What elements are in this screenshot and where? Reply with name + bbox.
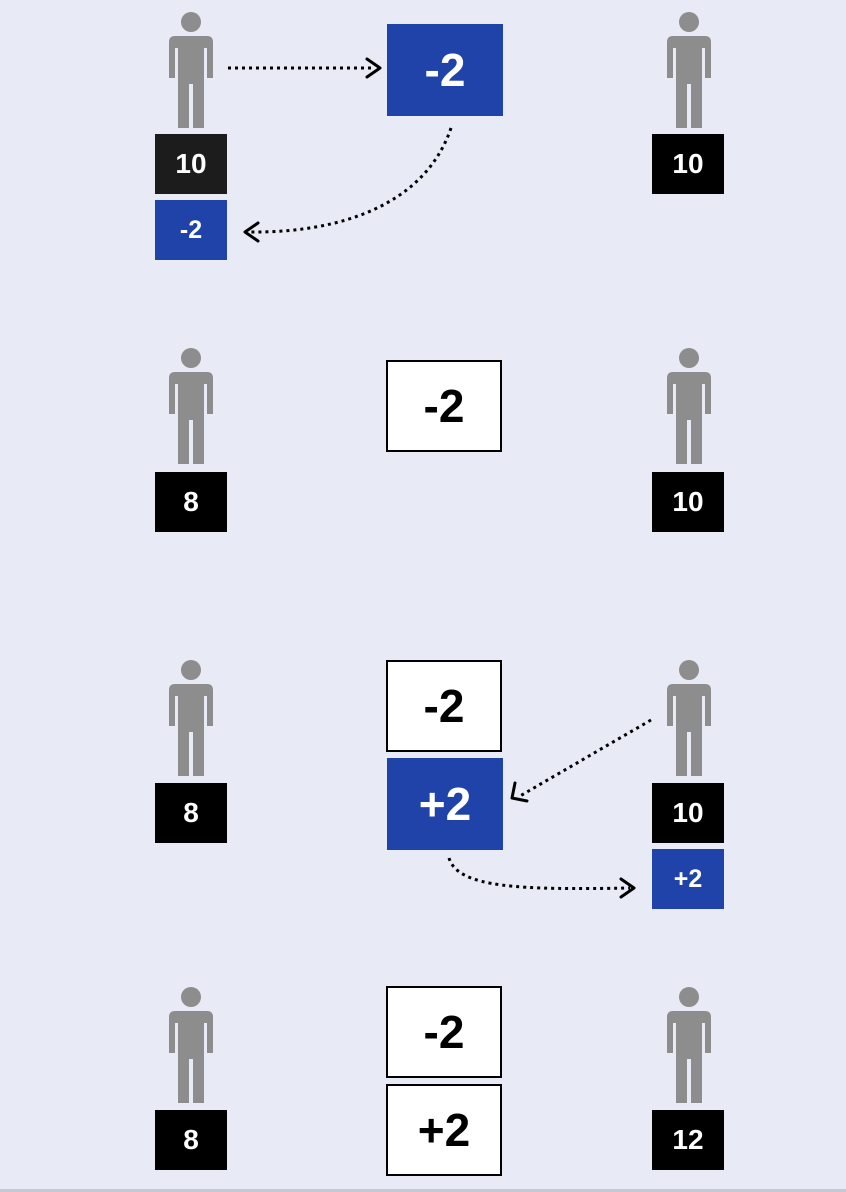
transaction-box: +2 — [387, 758, 503, 850]
receiver-person-icon — [663, 12, 715, 128]
sender-person-icon — [165, 660, 217, 776]
divider — [0, 1189, 846, 1192]
receiver-balance: 12 — [652, 1110, 724, 1170]
receiver-person-icon — [663, 987, 715, 1103]
arrow-receiver-to-transaction — [519, 718, 652, 798]
sender-balance-change: -2 — [155, 200, 227, 260]
arrow-transaction-to-receiver-balance — [447, 857, 631, 891]
sender-balance: 10 — [155, 134, 227, 194]
sender-balance: 8 — [155, 1110, 227, 1170]
sender-person-icon — [165, 987, 217, 1103]
receiver-person-icon — [663, 660, 715, 776]
arrow-transaction-to-sender-balance — [249, 127, 453, 234]
transaction-box: -2 — [386, 986, 502, 1078]
arrowhead-4 — [619, 877, 636, 899]
sender-person-icon — [165, 348, 217, 464]
transaction-box: -2 — [386, 660, 502, 752]
receiver-balance: 10 — [652, 134, 724, 194]
receiver-balance: 10 — [652, 472, 724, 532]
transaction-box: -2 — [386, 360, 502, 452]
transaction-box: +2 — [386, 1084, 502, 1176]
transaction-box: -2 — [387, 24, 503, 116]
sender-person-icon — [165, 12, 217, 128]
sender-balance: 8 — [155, 783, 227, 843]
receiver-person-icon — [663, 348, 715, 464]
arrowhead-2 — [243, 221, 260, 243]
arrowhead-3 — [510, 781, 529, 803]
arrowhead-1 — [365, 57, 382, 79]
receiver-balance: 10 — [652, 783, 724, 843]
sender-balance: 8 — [155, 472, 227, 532]
receiver-balance-change: +2 — [652, 849, 724, 909]
